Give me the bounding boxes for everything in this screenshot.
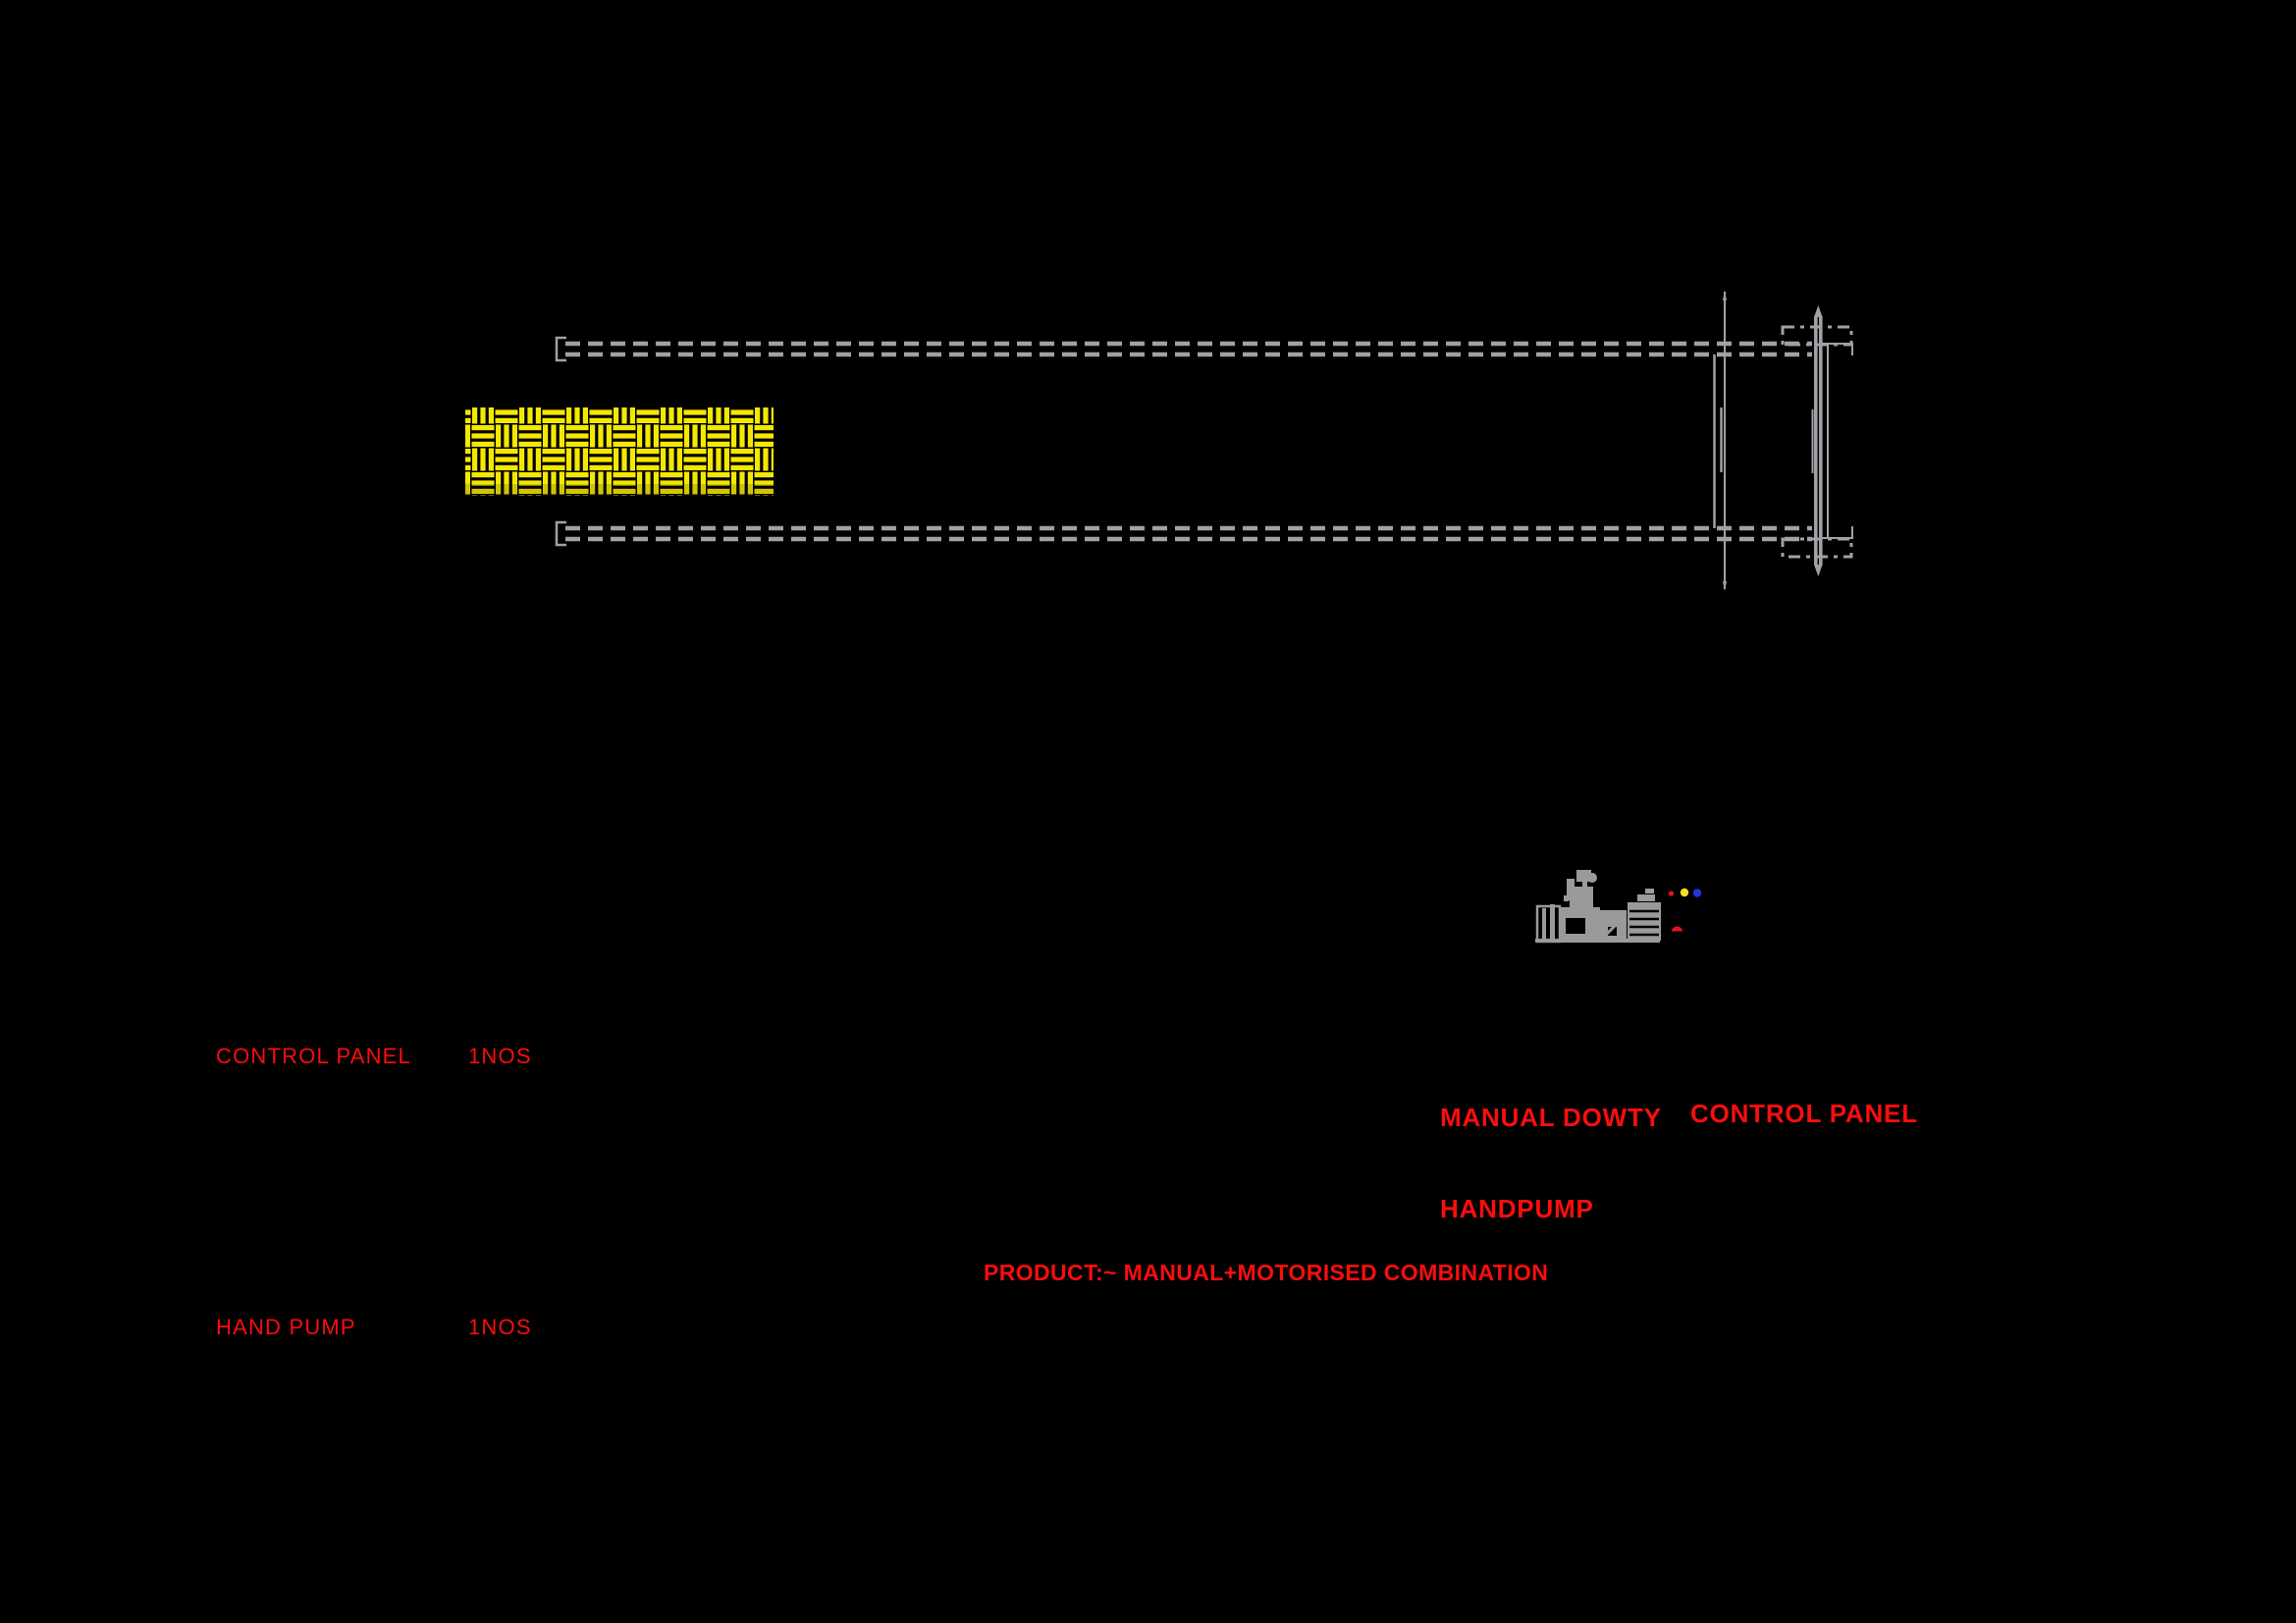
rail-end-bracket-top-left (555, 336, 566, 362)
hydraulic-powerpack-graphic (1535, 870, 1661, 944)
rail-end-bracket-bottom-left (555, 520, 566, 547)
callout-handpump-line2: HANDPUMP (1440, 1194, 1594, 1223)
callout-control-panel: CONTROL PANEL (1690, 1099, 1918, 1128)
bottom-guide-rail (555, 520, 1812, 547)
blade-bar-right-edge (1819, 316, 1823, 566)
indicator-red-dome (1672, 926, 1682, 932)
product-note: PRODUCT:~ MANUAL+MOTORISED COMBINATION (984, 1260, 1549, 1285)
callout-manual-dowty-handpump: MANUAL DOWTY HANDPUMP (1440, 1042, 1662, 1285)
basket-weave-hatch-block (465, 407, 774, 496)
bom-row-control-panel-qty: 1NOS (468, 1044, 532, 1068)
indicator-blue-dot (1692, 889, 1702, 897)
bom-row-hand-pump-qty: 1NOS (468, 1315, 532, 1339)
top-guide-rail (555, 336, 1812, 362)
gate-blade-assembly (1781, 305, 1853, 576)
blade-bar-left-edge (1814, 316, 1818, 566)
indicator-yellow-dot (1680, 888, 1689, 897)
bom-row-control-panel-label: CONTROL PANEL (216, 1044, 411, 1068)
callout-handpump-line1: MANUAL DOWTY (1440, 1103, 1662, 1132)
bom-row-hand-pump-label: HAND PUMP (216, 1315, 356, 1339)
indicator-red-dot (1668, 891, 1675, 896)
gate-post (1720, 291, 1727, 591)
